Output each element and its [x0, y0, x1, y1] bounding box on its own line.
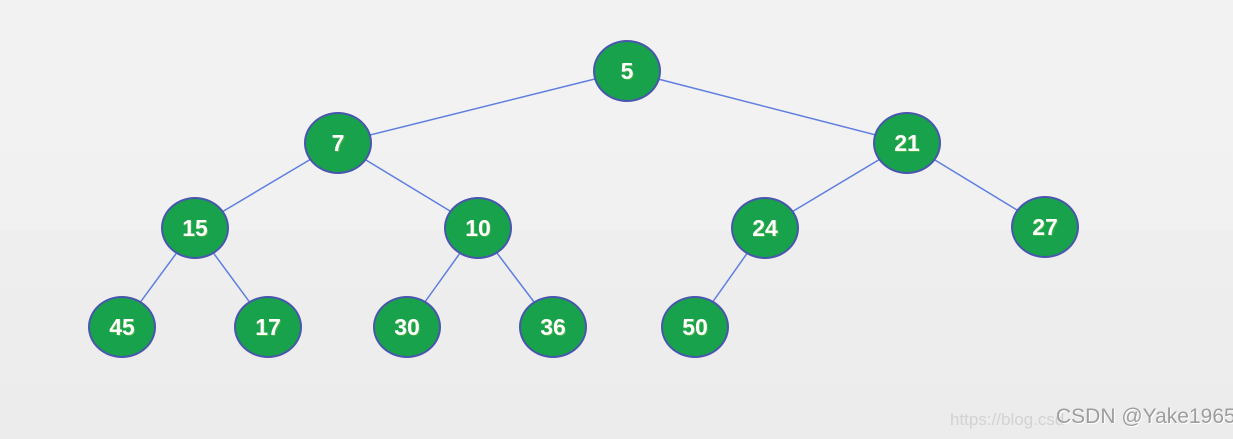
- node-value: 21: [894, 129, 920, 156]
- tree-node-17: 17: [234, 296, 302, 358]
- tree-edge-5-21: [626, 70, 908, 144]
- tree-node-10: 10: [444, 197, 512, 259]
- watermark-url: https://blog.csd: [950, 410, 1065, 429]
- node-value: 24: [752, 214, 778, 241]
- tree-node-36: 36: [519, 296, 587, 358]
- tree-node-15: 15: [161, 197, 229, 259]
- node-value: 15: [182, 214, 208, 241]
- tree-node-21: 21: [873, 112, 941, 174]
- tree-node-45: 45: [88, 296, 156, 358]
- node-value: 10: [465, 214, 491, 241]
- node-value: 5: [620, 57, 634, 84]
- tree-node-30: 30: [373, 296, 441, 358]
- node-value: 50: [682, 313, 708, 340]
- node-value: 45: [109, 313, 135, 340]
- tree-node-50: 50: [661, 296, 729, 358]
- tree-node-27: 27: [1011, 196, 1079, 258]
- node-value: 17: [255, 313, 281, 340]
- tree-node-24: 24: [731, 197, 799, 259]
- node-value: 7: [331, 129, 345, 156]
- node-value: 30: [394, 313, 420, 340]
- node-value: 27: [1032, 213, 1058, 240]
- watermark-brand: CSDN @Yake1965: [1056, 405, 1233, 428]
- tree-node-7: 7: [304, 112, 372, 174]
- node-value: 36: [540, 313, 566, 340]
- tree-edge-5-7: [337, 70, 628, 144]
- tree-node-5: 5: [593, 40, 661, 102]
